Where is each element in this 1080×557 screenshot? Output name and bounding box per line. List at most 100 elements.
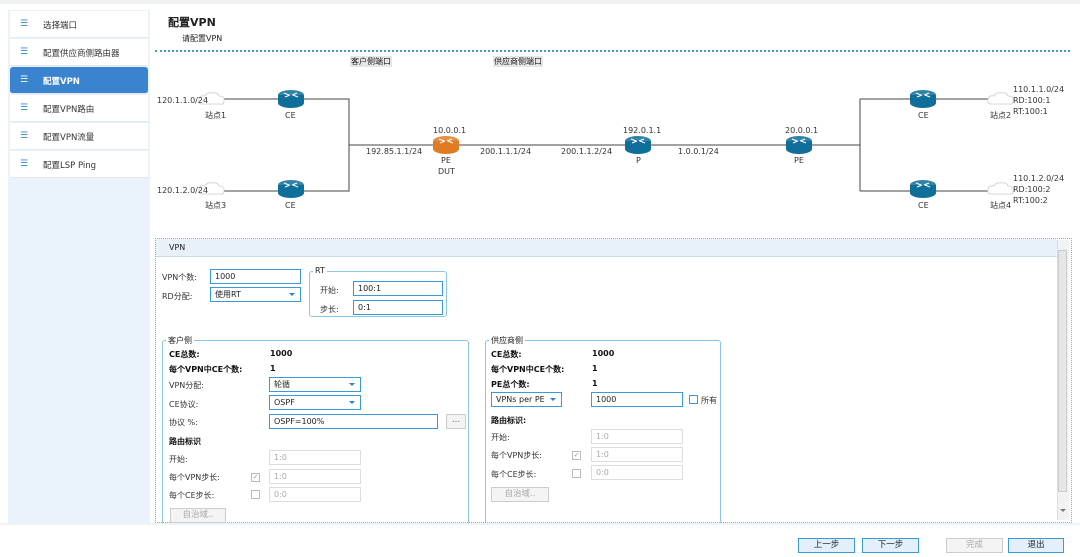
list-icon: ☰ bbox=[20, 131, 29, 141]
vpn-alloc-select[interactable]: 轮循 bbox=[269, 377, 361, 392]
sidebar-item-provider-router[interactable]: ☰配置供应商侧路由器 bbox=[10, 39, 148, 66]
rt-start-input[interactable]: 100:1 bbox=[353, 281, 443, 296]
provider-legend: 供应商侧 bbox=[489, 335, 525, 346]
sidebar: ☰选择端口 ☰配置供应商侧路由器 ☰配置VPN ☰配置VPN路由 ☰配置VPN流… bbox=[8, 10, 150, 523]
provider-ce-total-label: CE总数: bbox=[491, 350, 522, 359]
pe-mode-input[interactable]: 1000 bbox=[591, 392, 683, 407]
dut-right-if: 200.1.1.1/24 bbox=[480, 147, 531, 156]
rt-start-label: 开始: bbox=[320, 286, 339, 295]
router-icon[interactable] bbox=[909, 179, 937, 199]
provider-ce-step-input[interactable]: 0:0 bbox=[591, 465, 683, 480]
router-icon[interactable] bbox=[277, 179, 305, 199]
proto-pct-more-button[interactable]: ... bbox=[446, 414, 466, 429]
ce-step-label: 每个CE步长: bbox=[169, 491, 215, 500]
proto-pct-input[interactable]: OSPF=100% bbox=[269, 414, 438, 429]
site2-rd: RD:100:1 bbox=[1013, 96, 1050, 105]
site4-name: 站点4 bbox=[990, 200, 1011, 210]
next-button[interactable]: 下一步 bbox=[862, 538, 919, 553]
provider-route-start-label: 开始: bbox=[491, 433, 510, 442]
top-strip bbox=[0, 0, 1080, 4]
rd-label: RD分配: bbox=[162, 292, 193, 301]
sidebar-item-lsp-ping[interactable]: ☰ 配置LSP Ping bbox=[10, 151, 148, 178]
provider-ce-per-vpn-label: 每个VPN中CE个数: bbox=[491, 365, 565, 374]
pe-ip: 20.0.0.1 bbox=[785, 126, 818, 135]
page-subtitle: 请配置VPN bbox=[182, 34, 223, 43]
ce-label: CE bbox=[918, 111, 929, 120]
vpn-alloc-label: VPN分配: bbox=[169, 381, 204, 390]
sidebar-item-vpn-route[interactable]: ☰ 配置VPN路由 bbox=[10, 95, 148, 122]
rt-group bbox=[309, 271, 447, 317]
site1-name: 站点1 bbox=[205, 110, 226, 120]
site2-rt: RT:100:1 bbox=[1013, 107, 1048, 116]
dut-label: PE bbox=[441, 156, 451, 165]
vpn-alloc-value: 轮循 bbox=[274, 380, 290, 389]
provider-vpn-step-input[interactable]: 1:0 bbox=[591, 447, 683, 462]
ce-step-checkbox[interactable] bbox=[251, 490, 260, 499]
customer-legend: 客户侧 bbox=[166, 335, 194, 346]
sidebar-item-label: 配置VPN路由 bbox=[43, 105, 95, 115]
pe-label: PE bbox=[794, 156, 804, 165]
sidebar-item-vpn-traffic[interactable]: ☰配置VPN流量 bbox=[10, 123, 148, 150]
proto-pct-label: 协议 %: bbox=[169, 418, 198, 427]
prev-button[interactable]: 上一步 bbox=[798, 538, 855, 553]
sidebar-item-label: 配置LSP Ping bbox=[43, 161, 97, 171]
route-start-label: 开始: bbox=[169, 455, 188, 464]
site2-net: 110.1.1.0/24 bbox=[1013, 85, 1064, 94]
pe-total-label: PE总个数: bbox=[491, 380, 530, 389]
chevron-down-icon bbox=[289, 293, 295, 296]
list-icon: ☰ bbox=[20, 75, 29, 85]
customer-port-label: 客户侧端口 bbox=[350, 56, 392, 67]
cloud-icon bbox=[987, 92, 1014, 105]
chevron-down-icon bbox=[349, 383, 355, 386]
router-icon[interactable] bbox=[909, 89, 937, 109]
provider-vpn-step-label: 每个VPN步长: bbox=[491, 451, 542, 460]
sidebar-item-label: 选择端口 bbox=[43, 21, 78, 31]
vpn-step-checkbox[interactable]: ✓ bbox=[251, 473, 260, 482]
ce-label: CE bbox=[918, 201, 929, 210]
provider-as-button[interactable]: 自治域.. bbox=[491, 487, 549, 502]
router-icon[interactable] bbox=[277, 89, 305, 109]
ce-proto-select[interactable]: OSPF bbox=[269, 395, 361, 410]
ce-step-input[interactable]: 0:0 bbox=[269, 487, 361, 502]
list-icon: ☰ bbox=[20, 103, 29, 113]
sidebar-item-label: 配置供应商侧路由器 bbox=[43, 49, 120, 59]
rt-step-input[interactable]: 0:1 bbox=[353, 300, 443, 315]
dut-router-icon[interactable] bbox=[432, 135, 460, 155]
ce-total-value: 1000 bbox=[270, 349, 293, 358]
provider-route-start-input[interactable]: 1:0 bbox=[591, 429, 683, 444]
provider-ce-step-checkbox[interactable] bbox=[572, 469, 581, 478]
sidebar-item-config-vpn[interactable]: ☰配置VPN bbox=[10, 67, 148, 94]
router-icon[interactable] bbox=[785, 135, 813, 155]
router-icon[interactable] bbox=[624, 135, 652, 155]
chevron-down-icon bbox=[349, 401, 355, 404]
footer-divider bbox=[0, 523, 1080, 525]
vpn-step-input[interactable]: 1:0 bbox=[269, 469, 361, 484]
site3-net: 120.1.2.0/24 bbox=[157, 186, 208, 195]
ce-proto-value: OSPF bbox=[274, 398, 295, 407]
list-icon: ☰ bbox=[20, 159, 29, 169]
provider-vpn-step-checkbox[interactable]: ✓ bbox=[572, 451, 581, 460]
dut-left-if: 192.85.1.1/24 bbox=[366, 147, 422, 156]
scrollbar-thumb[interactable] bbox=[1058, 250, 1067, 492]
provider-ce-per-vpn-value: 1 bbox=[592, 364, 598, 373]
exit-button[interactable]: 退出 bbox=[1008, 538, 1064, 553]
scroll-down-icon[interactable] bbox=[1060, 509, 1066, 512]
provider-port-label: 供应商侧端口 bbox=[493, 56, 543, 67]
customer-as-button[interactable]: 自治域.. bbox=[170, 508, 226, 523]
route-start-input[interactable]: 1:0 bbox=[269, 450, 361, 465]
all-label: 所有 bbox=[701, 396, 717, 405]
pe-total-value: 1 bbox=[592, 379, 598, 388]
site2-name: 站点2 bbox=[990, 110, 1011, 120]
vpn-count-input[interactable]: 1000 bbox=[210, 269, 301, 284]
ce-label: CE bbox=[285, 111, 296, 120]
finish-button[interactable]: 完成 bbox=[946, 538, 1003, 553]
site4-rt: RT:100:2 bbox=[1013, 196, 1048, 205]
rd-select[interactable]: 使用RT bbox=[210, 287, 301, 302]
sidebar-item-select-port[interactable]: ☰选择端口 bbox=[10, 11, 148, 38]
pe-mode-select[interactable]: VPNs per PE bbox=[491, 392, 562, 407]
provider-ce-step-label: 每个CE步长: bbox=[491, 470, 537, 479]
all-checkbox[interactable] bbox=[689, 395, 698, 404]
ce-per-vpn-label: 每个VPN中CE个数: bbox=[169, 365, 243, 374]
ce-label: CE bbox=[285, 201, 296, 210]
rt-legend: RT bbox=[313, 266, 327, 275]
